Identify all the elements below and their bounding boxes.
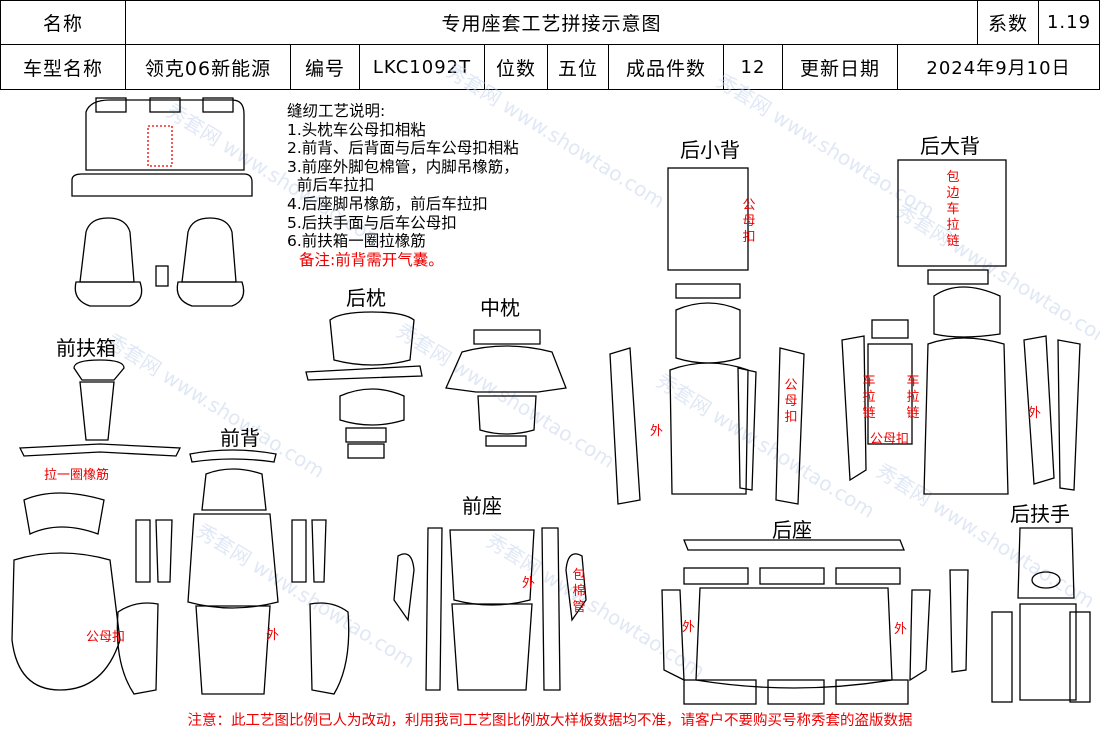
front-left-cushion-pieces [11,492,121,691]
label-rear-seat: 后座 [772,518,812,542]
annotation-outer: 外 [894,622,908,637]
sewing-notes: 缝纫工艺说明: 1.头枕车公母扣相粘 2.前背、后背面与后车公母扣相粘 3.前座… [287,102,519,269]
annotation-pull-zip: 车拉链 [862,374,876,421]
annotation-outer: 外 [682,620,696,635]
annotation-outer: 外 [522,576,536,591]
label-rear-small-back: 后小背 [680,138,740,162]
front-seat-thumbnails [74,217,245,307]
annotation-snap-vertical: 公母扣 [784,378,798,425]
label-rear-big-back: 后大背 [920,134,980,158]
note-item: 前后车拉扣 [287,176,375,195]
front-back-pieces [116,449,350,695]
rear-seat-pieces [661,539,969,705]
notes-title: 缝纫工艺说明: [287,102,386,120]
note-item: 5.后扶手面与后车公母扣 [287,213,457,232]
notes-remark: 备注:前背需开气囊。 [299,250,444,269]
rear-armrest-pieces [991,527,1091,703]
annotation-zipper-edge: 包边车拉链 [946,170,960,249]
annotation-pull-zip: 车拉链 [906,374,920,421]
header-table: 名称 专用座套工艺拼接示意图 系数 1.19 车型名称 领克06新能源 编号 L… [0,0,1100,90]
label-rear-armrest: 后扶手 [1010,502,1070,526]
label-front-armbox: 前扶箱 [56,336,116,360]
label-front-seat: 前座 [462,494,502,518]
annotation-outer: 外 [1028,406,1042,421]
rear-headrest-pieces [305,311,423,459]
front-seat-pieces [393,527,587,691]
rear-bench-thumbnail [71,97,253,197]
label-rear-headrest: 后枕 [346,286,386,310]
front-armbox-pieces [18,359,182,457]
annotation-mf-snap: 公母扣 [870,432,910,447]
footer-warning: 注意：此工艺图比例已人为改动，利用我司工艺图比例放大样板数据均不准，请客户不要购… [187,713,913,729]
note-item: 3.前座外脚包棉管，内脚吊橡筋， [287,157,519,176]
rear-big-back-pieces [841,159,1081,495]
note-item: 4.后座脚吊橡筋，前后车拉扣 [287,194,488,213]
middle-headrest-pieces [445,329,567,447]
annotation-snap: 公母扣 [86,630,126,645]
note-item: 6.前扶箱一圈拉橡筋 [287,232,426,251]
rear-small-back-pieces [609,167,805,505]
annotation-snap-vertical: 公母扣 [742,198,756,245]
label-middle-headrest: 中枕 [480,296,520,320]
annotation-outer: 外 [266,628,280,643]
note-item: 2.前背、后背面与后车公母扣相粘 [287,139,519,158]
note-item: 1.头枕车公母扣相粘 [287,120,426,139]
label-front-back: 前背 [220,426,260,450]
annotation-pipe: 包棉管 [572,568,586,615]
annotation-outer: 外 [650,424,664,439]
drawing-sheet: 缝纫工艺说明: 1.头枕车公母扣相粘 2.前背、后背面与后车公母扣相粘 3.前座… [0,90,1100,734]
annotation-armbox-elastic: 拉一圈橡筋 [44,468,110,483]
